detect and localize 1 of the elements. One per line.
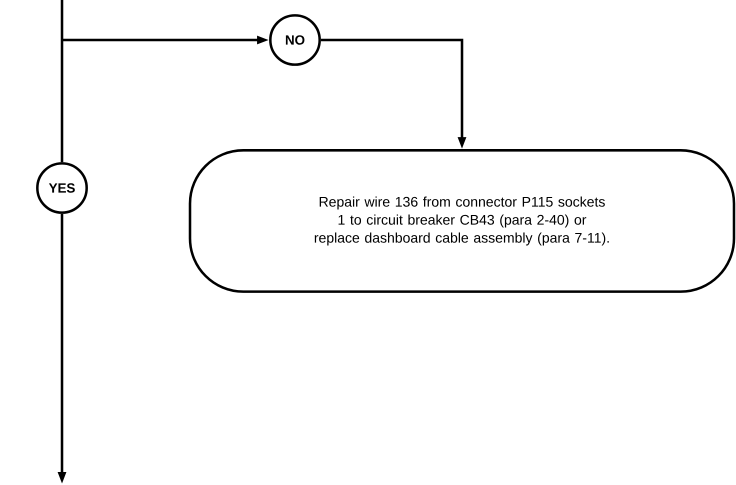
action-box: Repair wire 136 from connector P115 sockets 1 to circuit breaker CB43 (para 2-40) or replace dashboard cable assembly (para 7-11).	[188, 149, 736, 293]
